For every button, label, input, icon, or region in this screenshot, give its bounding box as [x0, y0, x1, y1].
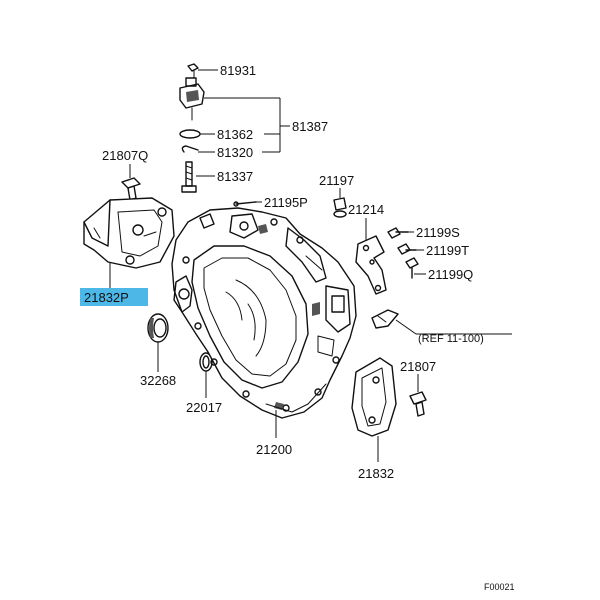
- bracket-21832p: [83, 197, 175, 269]
- label-21832: 21832: [358, 466, 394, 481]
- label-81320: 81320: [217, 145, 253, 160]
- bolt-21807q: [121, 177, 141, 201]
- label-21214: 21214: [348, 202, 384, 217]
- bolt-21807: [409, 391, 427, 417]
- plug-21197: [333, 197, 347, 218]
- label-81362: 81362: [217, 127, 253, 142]
- label-32268: 32268: [140, 373, 176, 388]
- label-21200: 21200: [256, 442, 292, 457]
- label-21832p: 21832P: [84, 290, 129, 305]
- plate-21214: [355, 235, 387, 295]
- label-21807q: 21807Q: [102, 148, 148, 163]
- speed-sensor-81387: [179, 77, 205, 121]
- ref-bracket: [371, 309, 399, 329]
- clip-81320: [181, 145, 199, 153]
- label-22017: 22017: [186, 400, 222, 415]
- bolt-21199q: [405, 257, 419, 279]
- bracket-21832: [351, 357, 397, 437]
- label-81387: 81387: [292, 119, 328, 134]
- label-81337: 81337: [217, 169, 253, 184]
- sensor-bolt-81931: [187, 63, 199, 79]
- label-21195p: 21195P: [264, 195, 308, 210]
- label-81931: 81931: [220, 63, 256, 78]
- o-ring-81362: [179, 129, 201, 139]
- figure-code: F00021: [484, 582, 515, 592]
- label-21199t: 21199T: [426, 243, 469, 258]
- label-21807: 21807: [400, 359, 436, 374]
- label-21199q: 21199Q: [428, 267, 473, 282]
- oil-seal-32268: [147, 313, 169, 343]
- speedometer-gear-81337: [181, 161, 197, 193]
- bolt-21199s: [387, 227, 409, 239]
- label-ref: (REF 11-100): [418, 333, 484, 345]
- pin-21195p: [233, 201, 257, 207]
- highlight-21832p: [80, 288, 148, 306]
- bolt-21199t: [397, 243, 417, 255]
- label-21197: 21197: [319, 173, 354, 188]
- label-21199s: 21199S: [416, 225, 460, 240]
- transmission-case-21200: [171, 207, 357, 419]
